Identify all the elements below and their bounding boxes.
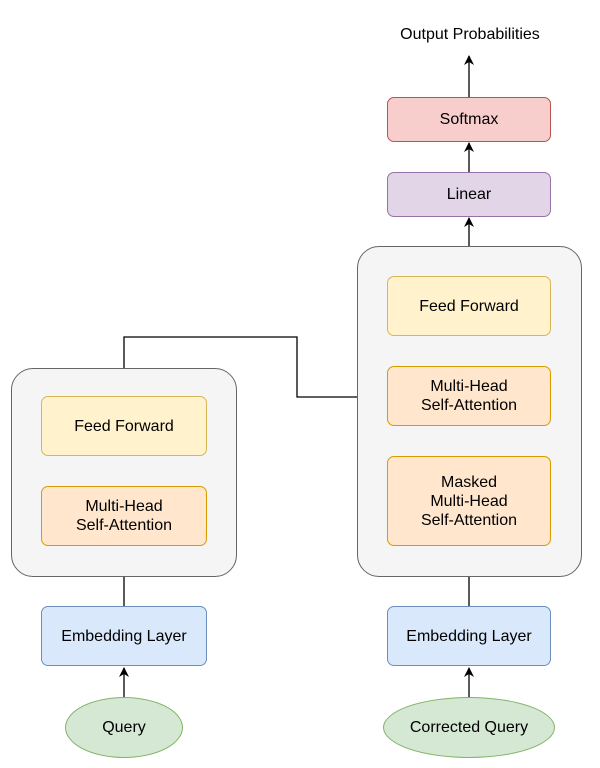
encoder-multi-head-self-attention: Multi-Head Self-Attention: [41, 486, 207, 546]
output-probabilities-label: Output Probabilities: [400, 26, 540, 43]
encoder-feed-forward: Feed Forward: [41, 396, 207, 456]
decoder-multi-head-self-attention: Multi-Head Self-Attention: [387, 366, 551, 426]
encoder-embedding-layer: Embedding Layer: [41, 606, 207, 666]
linear-layer: Linear: [387, 172, 551, 217]
decoder-embedding-layer: Embedding Layer: [387, 606, 551, 666]
softmax-layer: Softmax: [387, 97, 551, 142]
arrow-encoder-to-decoder: [123, 336, 386, 402]
decoder-masked-multi-head-self-attention: Masked Multi-Head Self-Attention: [387, 456, 551, 546]
query-input: Query: [65, 697, 183, 758]
decoder-feed-forward: Feed Forward: [387, 276, 551, 336]
corrected-query-input: Corrected Query: [383, 697, 555, 758]
